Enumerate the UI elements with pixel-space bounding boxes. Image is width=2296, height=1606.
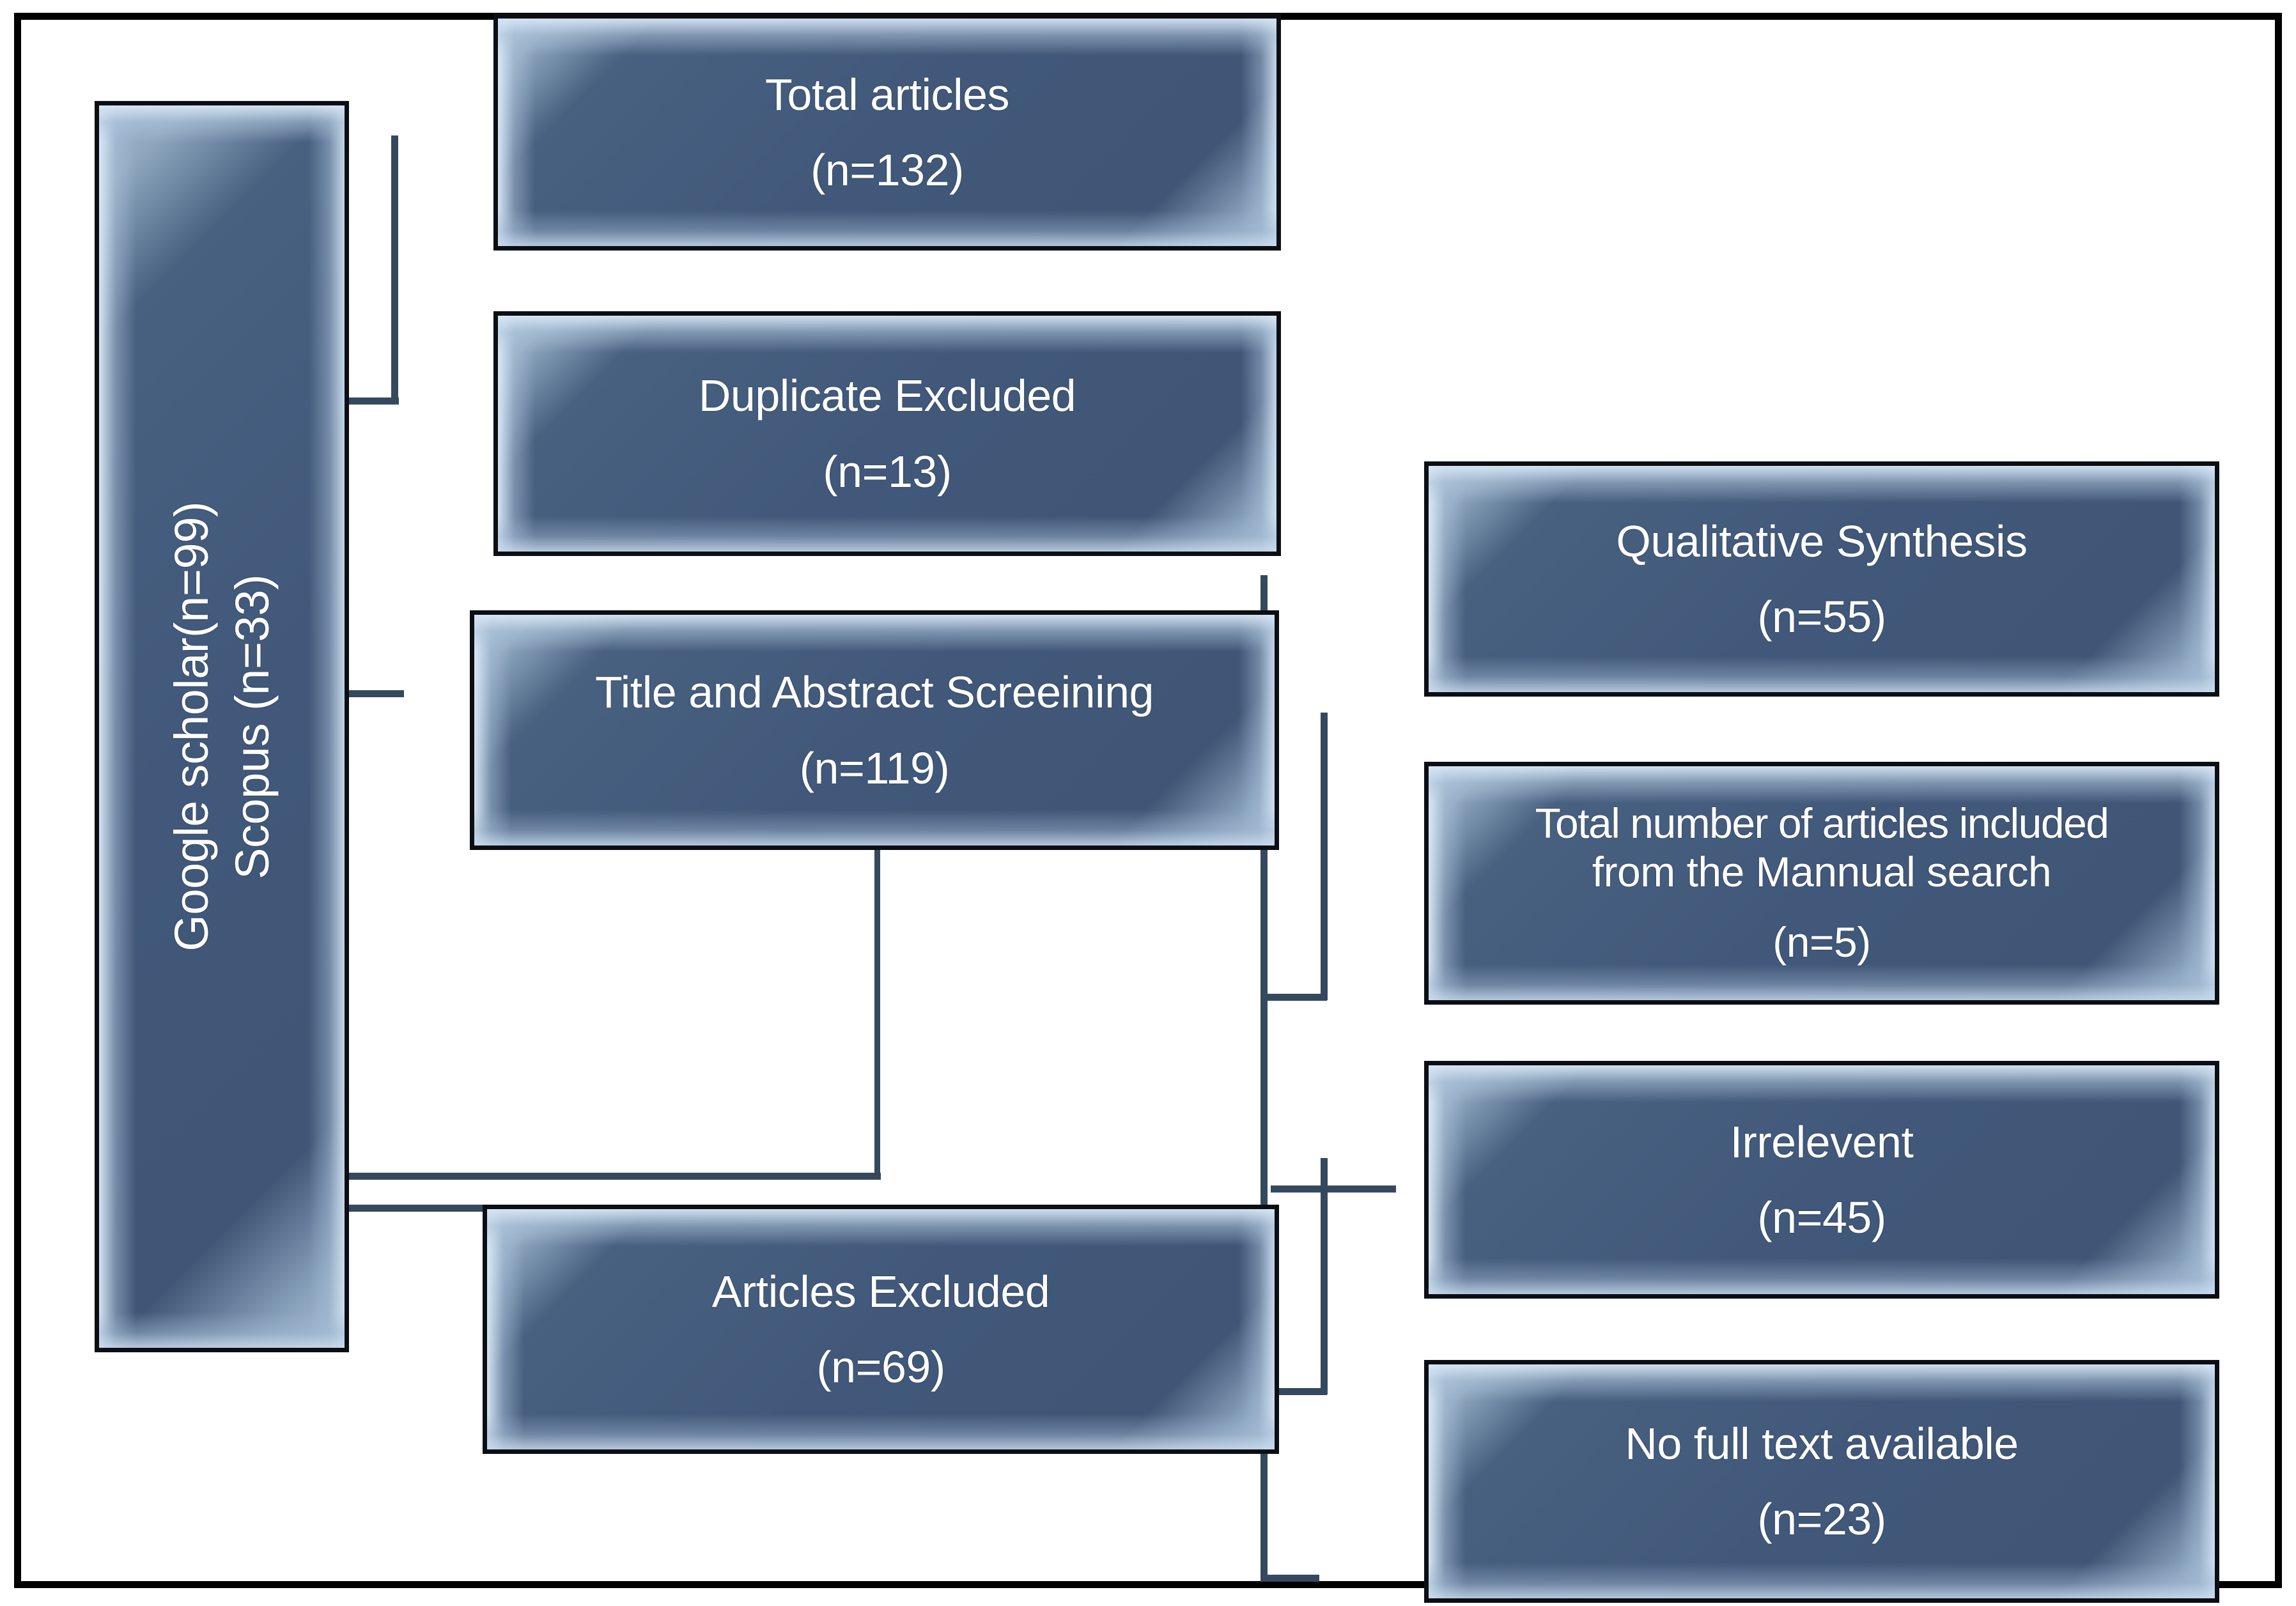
duplicate-excluded-count: (n=13) [823, 446, 952, 497]
manual-search-label-line2: from the Mannual search [1592, 848, 2052, 896]
qualitative-synthesis-box[interactable]: Qualitative Synthesis (n=55) [1424, 461, 2219, 697]
connector-trunk-to-manual-horizontal [1260, 994, 1327, 1001]
irrelevent-box[interactable]: Irrelevent (n=45) [1424, 1061, 2219, 1299]
manual-search-label-line1: Total number of articles included [1535, 799, 2110, 847]
title-abstract-screening-box[interactable]: Title and Abstract Screeining (n=119) [470, 610, 1279, 850]
sources-line-google-scholar: Google scholar(n=99) [165, 502, 218, 952]
title-abstract-screening-count: (n=119) [799, 743, 950, 793]
total-articles-box[interactable]: Total articles (n=132) [493, 14, 1281, 251]
sources-line-scopus: Scopus (n=33) [226, 574, 279, 879]
articles-excluded-box[interactable]: Articles Excluded (n=69) [483, 1205, 1279, 1454]
manual-search-box[interactable]: Total number of articles included from t… [1424, 762, 2219, 1005]
connector-screening-down-vertical [874, 850, 880, 1177]
irrelevent-label: Irrelevent [1730, 1116, 1914, 1167]
articles-excluded-count: (n=69) [816, 1342, 945, 1392]
sources-box[interactable]: Google scholar(n=99) Scopus (n=33) [95, 101, 349, 1352]
connector-trunk-to-manual-vertical [1321, 713, 1328, 1000]
duplicate-excluded-box[interactable]: Duplicate Excluded (n=13) [493, 311, 1281, 556]
connector-right-trunk-vertical [1260, 575, 1268, 1582]
connector-excluded-to-nofulltext-horizontal [1260, 1388, 1327, 1395]
title-abstract-screening-label: Title and Abstract Screeining [595, 667, 1154, 718]
total-articles-count: (n=132) [811, 145, 964, 195]
no-full-text-label: No full text available [1625, 1418, 2019, 1469]
connector-excluded-to-irrelevent-horizontal [1271, 1185, 1396, 1193]
connector-sources-to-total-vertical [391, 135, 398, 404]
connector-sources-to-screening-stub [345, 690, 404, 697]
irrelevent-count: (n=45) [1757, 1193, 1886, 1242]
qualitative-synthesis-label: Qualitative Synthesis [1616, 516, 2028, 566]
articles-excluded-label: Articles Excluded [711, 1266, 1050, 1316]
connector-excluded-to-nofulltext-vertical [1321, 1158, 1328, 1394]
total-articles-label: Total articles [764, 69, 1010, 120]
no-full-text-box[interactable]: No full text available (n=23) [1424, 1360, 2219, 1603]
connector-sources-to-total-horizontal [345, 398, 399, 405]
connector-screening-to-sources-horizontal [344, 1173, 881, 1180]
manual-search-count: (n=5) [1772, 918, 1871, 966]
qualitative-synthesis-count: (n=55) [1757, 592, 1886, 642]
connector-right-trunk-bottom-elbow [1260, 1575, 1319, 1582]
no-full-text-count: (n=23) [1757, 1494, 1886, 1544]
duplicate-excluded-label: Duplicate Excluded [698, 371, 1076, 421]
